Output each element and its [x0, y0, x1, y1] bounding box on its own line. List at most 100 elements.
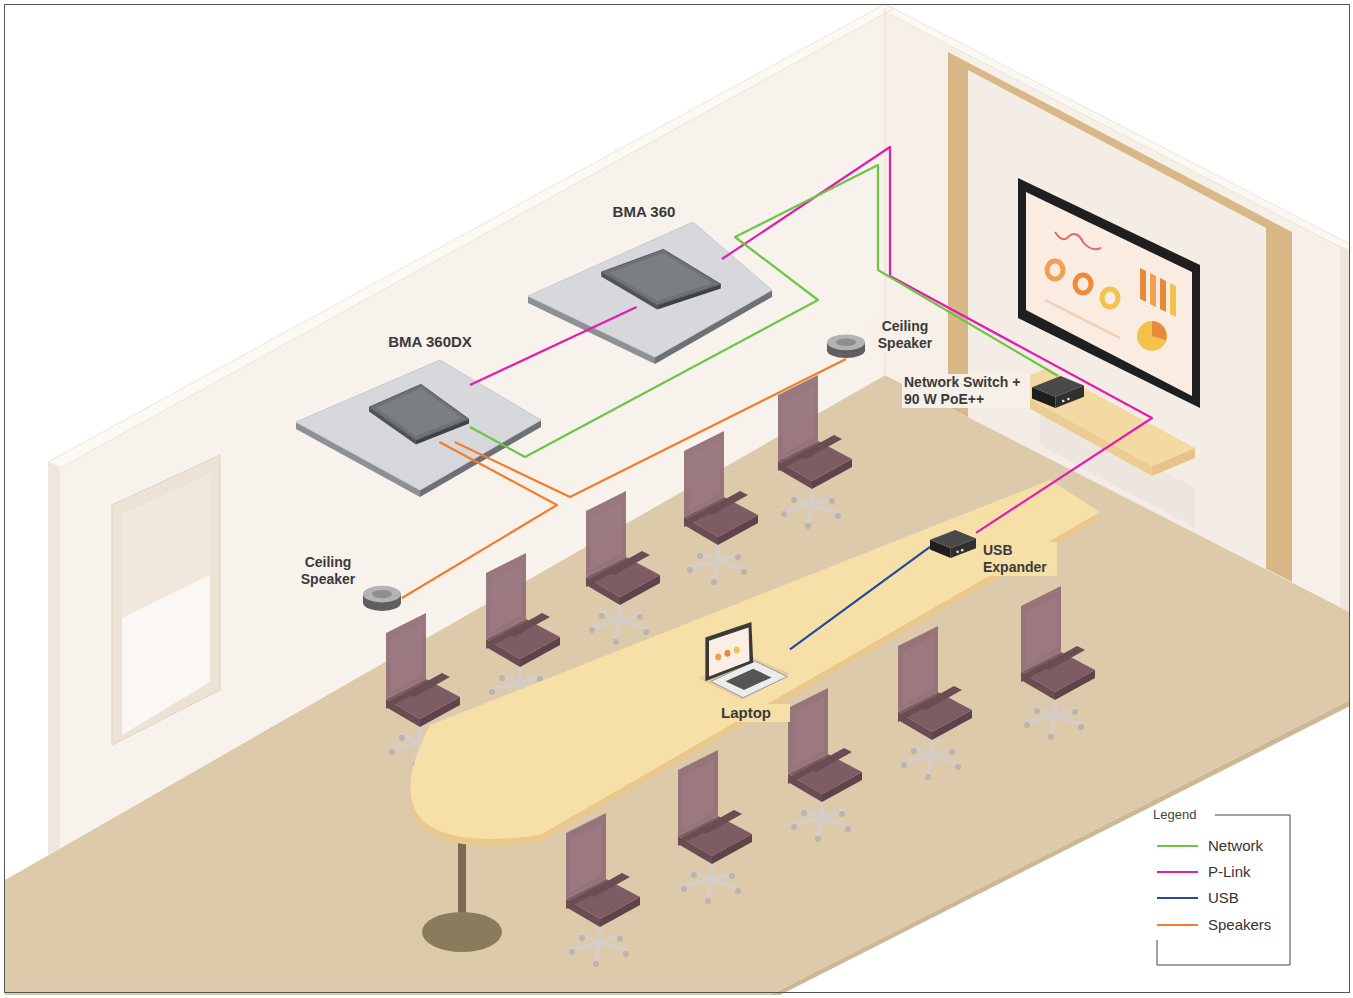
floor: [770, 700, 1350, 995]
device-face: [734, 647, 740, 654]
legend-line: [1157, 924, 1198, 926]
device-icon: [698, 622, 790, 700]
wood-panel: [968, 70, 1266, 569]
device-face: [930, 530, 976, 548]
device-label: USB Expander: [981, 542, 1057, 576]
device-node: Ceiling Speaker: [826, 333, 866, 359]
tv-screen: [1047, 261, 1063, 279]
cable-line: [470, 307, 637, 385]
device-label: BMA 360DX: [376, 333, 484, 351]
device-face: [610, 253, 712, 301]
device-face: [376, 388, 462, 436]
tv-screen: [1075, 275, 1091, 293]
legend-text: USB: [1206, 889, 1241, 907]
device-node: Ceiling Speaker: [362, 584, 402, 612]
front-chairs: [1021, 586, 1095, 740]
tv-screen: [1055, 232, 1101, 249]
device-icon: [930, 530, 976, 558]
device-face: [369, 384, 469, 440]
legend-title: Legend: [1151, 807, 1198, 823]
device-icon: [362, 584, 402, 612]
back-chairs: [684, 431, 758, 585]
back-wall: [1340, 246, 1350, 612]
device-icon: [826, 333, 866, 359]
device-face: [709, 628, 750, 677]
device-face: [956, 551, 959, 554]
tv-screen: [1170, 283, 1176, 317]
device-node: BMA 360DX: [368, 382, 470, 442]
image-border: [5, 5, 1350, 993]
legend-text: Speakers: [1206, 916, 1273, 934]
tv-screen: [1152, 321, 1167, 340]
device-face: [372, 590, 392, 598]
window: [122, 474, 210, 735]
legend-text: P-Link: [1206, 863, 1253, 881]
cable-line: [455, 359, 846, 497]
back-chairs: [586, 491, 660, 645]
tv-screen: [1137, 321, 1167, 351]
legend-frame: [1157, 815, 1290, 965]
front-chairs: [566, 813, 640, 967]
table: [422, 912, 502, 952]
tv-screen: [1160, 278, 1166, 312]
window: [122, 474, 210, 618]
device-node: USB Expander: [930, 530, 976, 558]
back-chairs: [778, 375, 852, 529]
legend-text: Network: [1206, 837, 1265, 855]
device-face: [363, 586, 401, 603]
legend-line: [1157, 845, 1198, 847]
device-icon: [1032, 376, 1084, 408]
table: [410, 480, 1100, 952]
image-border: [5, 5, 1350, 993]
device-face: [726, 669, 772, 690]
table: [410, 480, 1100, 839]
front-chairs: [788, 688, 862, 842]
cable-line: [402, 442, 557, 598]
front-chairs: [898, 626, 972, 780]
tv-screen: [1140, 268, 1146, 302]
front-chairs: [566, 586, 1095, 967]
device-face: [724, 650, 730, 657]
tv-screen: [1102, 289, 1118, 307]
legend-samples: [1157, 846, 1198, 925]
device-face: [827, 335, 865, 351]
cable-line: [722, 147, 1152, 533]
ceiling-tile: [296, 360, 541, 490]
device-face: [715, 654, 721, 661]
device-label: Ceiling Speaker: [870, 318, 940, 352]
device-label: Ceiling Speaker: [292, 554, 364, 588]
legend-line: [1157, 871, 1198, 873]
side-wall: [48, 462, 60, 855]
cable-line: [790, 547, 930, 650]
front-chairs: [678, 750, 752, 904]
legend-line: [1157, 897, 1198, 899]
tv-screen: [1045, 300, 1120, 338]
device-icon: [368, 382, 470, 442]
device-face: [601, 249, 721, 305]
device-face: [1032, 376, 1084, 397]
device-icon: [600, 247, 722, 307]
device-node: BMA 360: [600, 247, 722, 307]
legend-frame: [1157, 815, 1290, 965]
device-label: Network Switch + 90 W PoE++: [902, 374, 1030, 408]
device-face: [961, 549, 964, 552]
tv-screen: [1150, 273, 1156, 307]
device-label: BMA 360: [600, 203, 688, 221]
tv-screen: [1026, 192, 1192, 396]
device-label: Laptop: [702, 704, 790, 722]
ceiling-tile: [528, 222, 772, 357]
cable-line: [470, 165, 1058, 457]
device-face: [836, 338, 856, 346]
device-node: Network Switch + 90 W PoE++: [1032, 376, 1084, 408]
device-face: [705, 622, 753, 681]
connector-group: [402, 147, 1152, 649]
window: [112, 455, 220, 745]
window: [112, 455, 220, 745]
device-face: [1067, 398, 1070, 401]
device-node: Laptop: [698, 622, 790, 700]
